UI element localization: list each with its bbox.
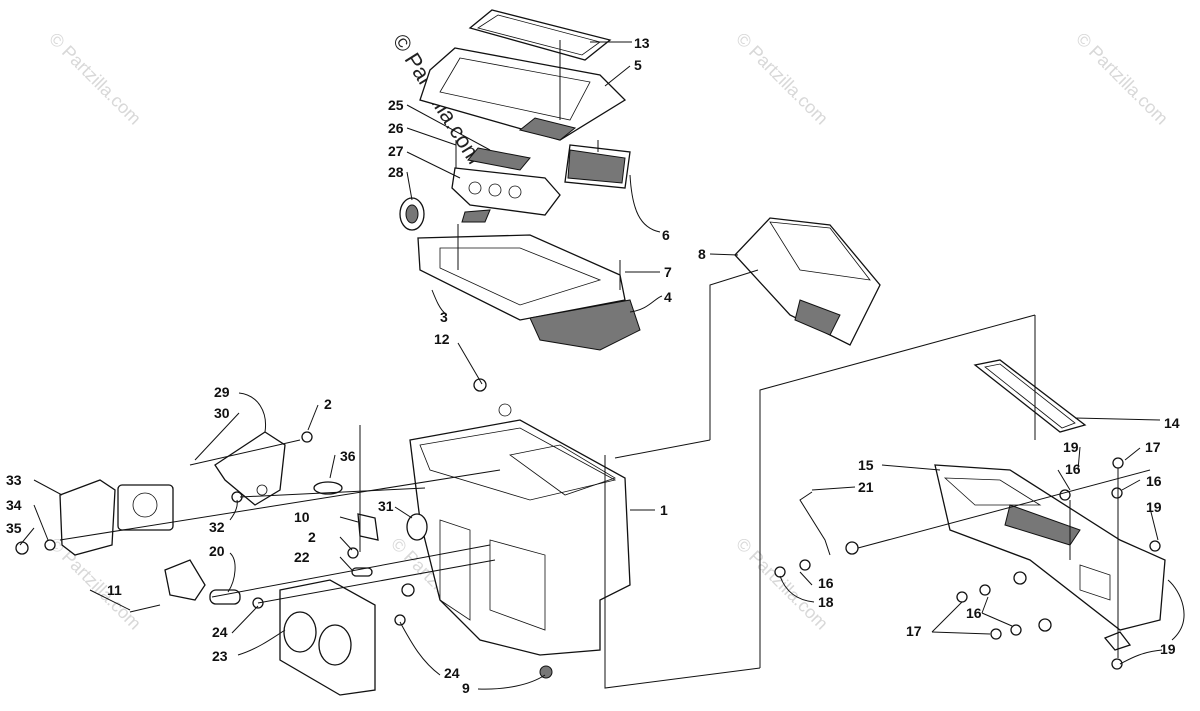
callout-16: 16 <box>818 575 834 591</box>
callout-9: 9 <box>462 680 470 696</box>
callout-13: 13 <box>634 35 650 51</box>
callout-36: 36 <box>340 448 356 464</box>
callout-35: 35 <box>6 520 22 536</box>
callout-19: 19 <box>1063 439 1079 455</box>
watermark-text: © Partzilla.com <box>45 29 145 129</box>
callout-16: 16 <box>966 605 982 621</box>
callout-32: 32 <box>209 519 225 535</box>
intake-duct-8 <box>734 217 881 346</box>
callout-20: 20 <box>209 543 225 559</box>
callout-15: 15 <box>858 457 874 473</box>
callout-14: 14 <box>1164 415 1180 431</box>
callout-4: 4 <box>664 289 672 305</box>
callout-8: 8 <box>698 246 706 262</box>
callout-29: 29 <box>214 384 230 400</box>
callout-17: 17 <box>906 623 922 639</box>
callout-16: 16 <box>1065 461 1081 477</box>
callout-1: 1 <box>660 502 668 518</box>
carburetor-assembly <box>59 431 428 696</box>
callout-2: 2 <box>308 529 316 545</box>
callout-labels: 13 5 25 26 27 28 6 8 7 4 3 12 14 29 30 2… <box>6 35 1180 696</box>
callout-22: 22 <box>294 549 310 565</box>
callout-24: 24 <box>444 665 460 681</box>
assembly-lines <box>59 40 1151 689</box>
callout-21: 21 <box>858 479 874 495</box>
callout-30: 30 <box>214 405 230 421</box>
callout-leaders <box>19 41 1185 690</box>
callout-33: 33 <box>6 472 22 488</box>
callout-10: 10 <box>294 509 310 525</box>
watermark-text: © Partzilla.com <box>732 29 832 129</box>
callout-6: 6 <box>662 227 670 243</box>
callout-12: 12 <box>434 331 450 347</box>
callout-11: 11 <box>107 582 122 598</box>
callout-23: 23 <box>212 648 228 664</box>
callout-19: 19 <box>1160 641 1176 657</box>
watermark-text: © Partzilla.com <box>1072 29 1172 129</box>
callout-3: 3 <box>440 309 448 325</box>
airbox-lid-assembly <box>399 9 641 351</box>
callout-28: 28 <box>388 164 404 180</box>
airbox-main-body-1 <box>409 403 631 679</box>
callout-34: 34 <box>6 497 22 513</box>
callout-18: 18 <box>818 594 834 610</box>
callout-17: 17 <box>1145 439 1161 455</box>
callout-16: 16 <box>1146 473 1162 489</box>
callout-25: 25 <box>388 97 404 113</box>
callout-26: 26 <box>388 120 404 136</box>
callout-5: 5 <box>634 57 642 73</box>
callout-19: 19 <box>1146 499 1162 515</box>
secondary-duct-15 <box>799 359 1166 631</box>
callout-2: 2 <box>324 396 332 412</box>
callout-7: 7 <box>664 264 672 280</box>
callout-27: 27 <box>388 143 404 159</box>
callout-24: 24 <box>212 624 228 640</box>
callout-31: 31 <box>378 498 394 514</box>
